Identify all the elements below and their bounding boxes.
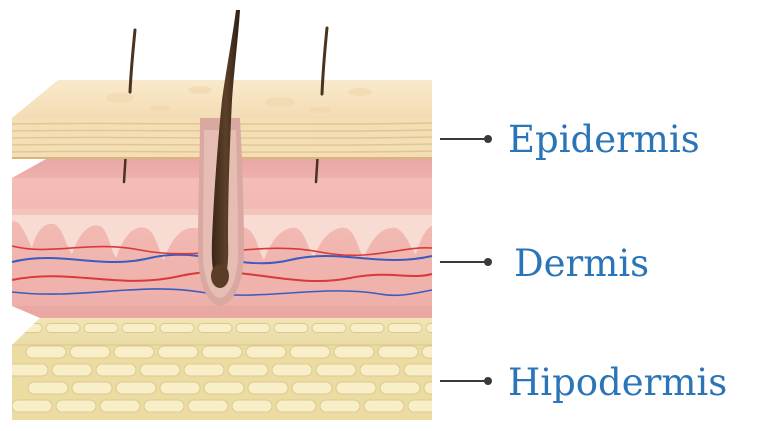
fat-cell <box>274 324 308 333</box>
fat-cell <box>160 382 200 394</box>
fat-cell <box>312 324 346 333</box>
fat-cell <box>100 400 140 412</box>
leader-hypodermis <box>440 377 492 385</box>
fat-cell <box>228 364 268 376</box>
fat-cell <box>56 400 96 412</box>
fat-cell <box>426 324 460 333</box>
fat-cell <box>350 324 384 333</box>
fat-cell <box>198 324 232 333</box>
fat-cell <box>12 400 52 412</box>
fat-cell <box>144 400 184 412</box>
fat-cell <box>158 346 198 358</box>
fat-cell <box>84 324 118 333</box>
fat-cell <box>72 382 112 394</box>
fat-cell <box>388 324 422 333</box>
fat-cell <box>8 324 42 333</box>
fat-cell <box>272 364 312 376</box>
fat-cell <box>116 382 156 394</box>
fat-cell <box>292 382 332 394</box>
fat-cell <box>140 364 180 376</box>
fat-cell <box>316 364 356 376</box>
fat-cell <box>28 382 68 394</box>
fat-cell <box>378 346 418 358</box>
fat-cell <box>276 400 316 412</box>
fat-cell <box>122 324 156 333</box>
hypodermis-layer <box>8 318 464 420</box>
fat-cell <box>380 382 420 394</box>
leader-dermis <box>440 258 492 266</box>
fat-cell <box>246 346 286 358</box>
fat-cell <box>204 382 244 394</box>
fat-cell <box>70 346 110 358</box>
fat-cell <box>232 400 272 412</box>
fat-cell <box>248 382 288 394</box>
fat-cell <box>96 364 136 376</box>
fat-cell <box>52 364 92 376</box>
fat-cell <box>184 364 224 376</box>
fat-cell <box>360 364 400 376</box>
fat-cell <box>236 324 270 333</box>
label-dermis: Dermis <box>514 242 649 285</box>
fat-cell <box>290 346 330 358</box>
fat-cell <box>424 382 464 394</box>
fat-cell <box>320 400 360 412</box>
fat-cell <box>334 346 374 358</box>
leader-epidermis <box>440 135 492 143</box>
fat-cell <box>202 346 242 358</box>
fat-cell <box>336 382 376 394</box>
label-hypodermis: Hipodermis <box>508 361 727 404</box>
fat-cell <box>364 400 404 412</box>
fat-cell <box>46 324 80 333</box>
fat-cell <box>408 400 448 412</box>
fat-cell <box>404 364 444 376</box>
fat-cell <box>8 364 48 376</box>
fat-cell <box>26 346 66 358</box>
fat-cell <box>114 346 154 358</box>
label-epidermis: Epidermis <box>508 118 700 161</box>
fat-cell <box>188 400 228 412</box>
fat-cell <box>422 346 462 358</box>
fat-cell <box>160 324 194 333</box>
